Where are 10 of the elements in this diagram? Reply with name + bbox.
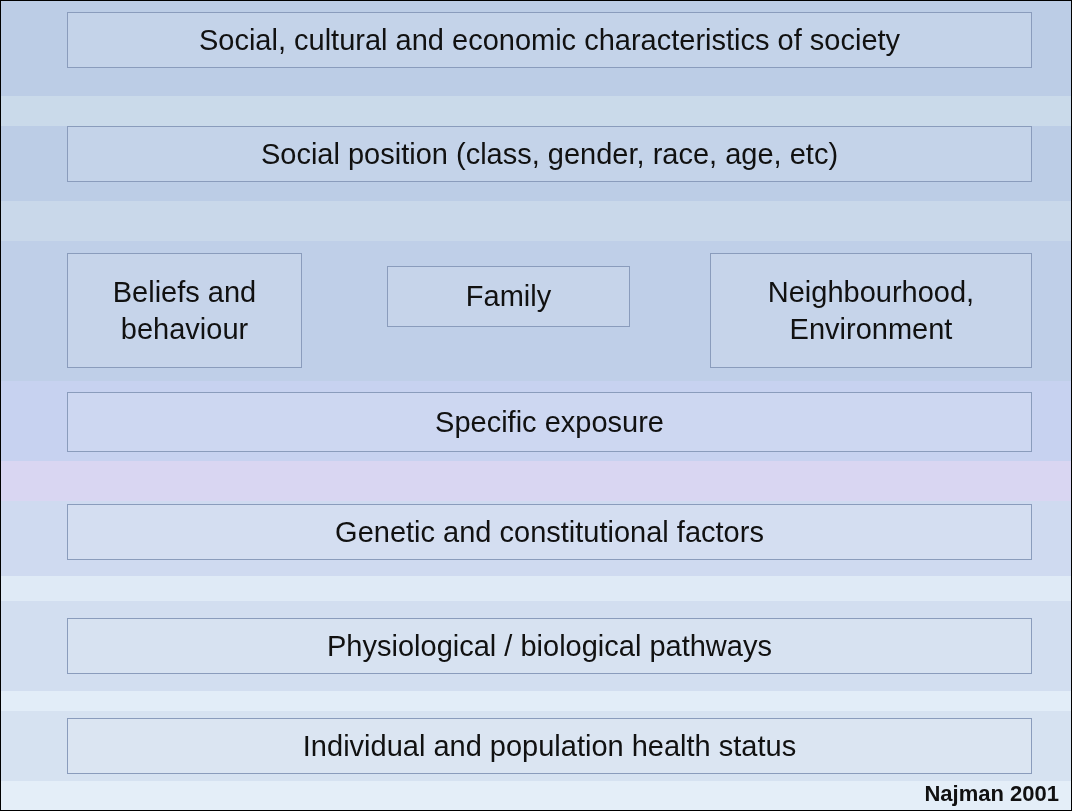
text-box: Social, cultural and economic characteristics of society bbox=[67, 12, 1032, 68]
citation: Najman 2001 bbox=[924, 781, 1059, 807]
text-box: Beliefs and behaviour bbox=[67, 253, 302, 368]
text-box: Genetic and constitutional factors bbox=[67, 504, 1032, 560]
text-box: Specific exposure bbox=[67, 392, 1032, 452]
text-box: Family bbox=[387, 266, 630, 327]
text-box: Neighbourhood, Environment bbox=[710, 253, 1032, 368]
text-box: Physiological / biological pathways bbox=[67, 618, 1032, 674]
text-box: Social position (class, gender, race, age, etc) bbox=[67, 126, 1032, 182]
text-box: Individual and population health status bbox=[67, 718, 1032, 774]
